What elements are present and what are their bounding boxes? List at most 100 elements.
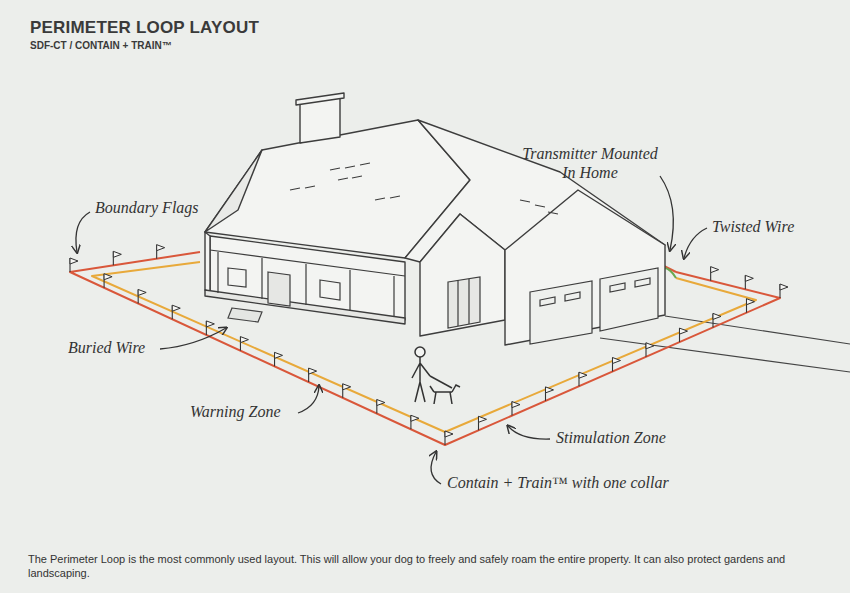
drawing-part — [780, 284, 788, 290]
boundary-flag — [275, 352, 283, 366]
boundary-flags — [70, 245, 788, 445]
drawing-part — [205, 232, 210, 292]
drawing-part — [206, 321, 214, 327]
drawing-part — [415, 347, 425, 357]
drawing-part — [205, 150, 262, 232]
drawing-part — [747, 299, 755, 305]
drawing-part — [660, 176, 673, 250]
house — [205, 93, 665, 345]
boundary-flag — [113, 251, 121, 265]
callout-label: Buried Wire — [68, 339, 145, 357]
drawing-part — [320, 280, 340, 300]
drawing-part — [268, 272, 290, 306]
drawing-part — [430, 385, 460, 404]
person-and-dog — [412, 347, 460, 404]
drawing-part — [505, 190, 665, 345]
drawing-part — [680, 328, 688, 334]
drawing-part — [448, 277, 480, 328]
drawing-part — [228, 268, 246, 287]
drawing-part — [205, 290, 405, 324]
boundary-flag — [579, 372, 587, 386]
callout-label: Stimulation Zone — [556, 429, 666, 447]
callout-label: Contain + Train™ with one collar — [447, 474, 669, 492]
boundary-flag — [157, 245, 165, 259]
drawing-part — [664, 268, 676, 278]
drawing-part — [420, 214, 505, 336]
drawing-part — [275, 352, 283, 358]
callout-label: Twisted Wire — [712, 218, 794, 236]
drawing-part — [684, 228, 707, 258]
drawing-part — [377, 400, 385, 406]
drawing-part — [411, 415, 419, 421]
drawing-part — [431, 452, 441, 484]
boundary-flag — [646, 343, 654, 357]
drawing-part — [113, 251, 121, 257]
boundary-flag — [445, 431, 453, 445]
boundary-flag — [546, 387, 554, 401]
drawing-part — [646, 343, 654, 349]
drawing-part — [579, 372, 587, 378]
drawing-part — [290, 163, 558, 214]
boundary-flag — [104, 274, 112, 288]
drawing-part — [546, 387, 554, 393]
boundary-flag — [745, 275, 753, 289]
drawing-part — [160, 328, 226, 349]
caption: The Perimeter Loop is the most commonly … — [28, 552, 828, 581]
boundary-flag — [411, 415, 419, 429]
drawing-part — [512, 402, 520, 408]
drawing-part — [228, 308, 262, 322]
drawing-part — [210, 250, 405, 276]
drawing-part — [711, 267, 719, 273]
drawing-part — [70, 258, 78, 264]
boundary-flag — [747, 299, 755, 313]
boundary-flag — [240, 337, 248, 351]
boundary-flag — [377, 400, 385, 414]
boundary-flag — [711, 267, 719, 281]
subtitle: SDF-CT / CONTAIN + TRAIN™ — [30, 40, 172, 51]
boundary-flag — [70, 258, 78, 272]
drawing-part — [343, 384, 351, 390]
boundary-flag — [172, 305, 180, 319]
drawing-part — [458, 279, 469, 326]
drawing-part — [479, 416, 487, 422]
drawing-part — [445, 431, 453, 437]
drawing-part — [610, 278, 650, 292]
boundary-flag — [479, 416, 487, 430]
drawing-part — [600, 338, 850, 372]
drawing-part — [508, 426, 550, 439]
drawing-part — [412, 357, 430, 402]
boundary-flag — [713, 313, 721, 327]
callout-label: Boundary Flags — [95, 199, 199, 217]
drawing-part — [530, 281, 592, 344]
boundary-flag — [780, 284, 788, 298]
drawing-part — [309, 368, 317, 374]
drawing-part — [172, 305, 180, 311]
callout-label: Transmitter Mounted In Home — [515, 144, 665, 182]
drawing-part — [600, 268, 658, 331]
boundary-flag — [343, 384, 351, 398]
drawing-part — [157, 245, 165, 251]
callout-label: Warning Zone — [190, 403, 281, 421]
boundary-flag — [206, 321, 214, 335]
drawing-part — [540, 292, 580, 306]
drawing-part — [745, 275, 753, 281]
drawing-part — [218, 252, 394, 317]
boundary-flag — [613, 358, 621, 372]
boundary-flag — [138, 289, 146, 303]
drawing-part — [138, 289, 146, 295]
drawing-part — [613, 358, 621, 364]
boundary-flag — [512, 402, 520, 416]
drawing-part — [104, 274, 112, 280]
leader-lines — [76, 176, 707, 484]
drawing-part — [665, 316, 850, 344]
driveway — [600, 316, 850, 372]
drawing-part — [713, 313, 721, 319]
boundary-flag — [309, 368, 317, 382]
drawing-part — [240, 337, 248, 343]
drawing-part — [430, 376, 452, 388]
boundary-flag — [680, 328, 688, 342]
drawing-part — [298, 386, 319, 413]
walkway — [228, 308, 262, 322]
